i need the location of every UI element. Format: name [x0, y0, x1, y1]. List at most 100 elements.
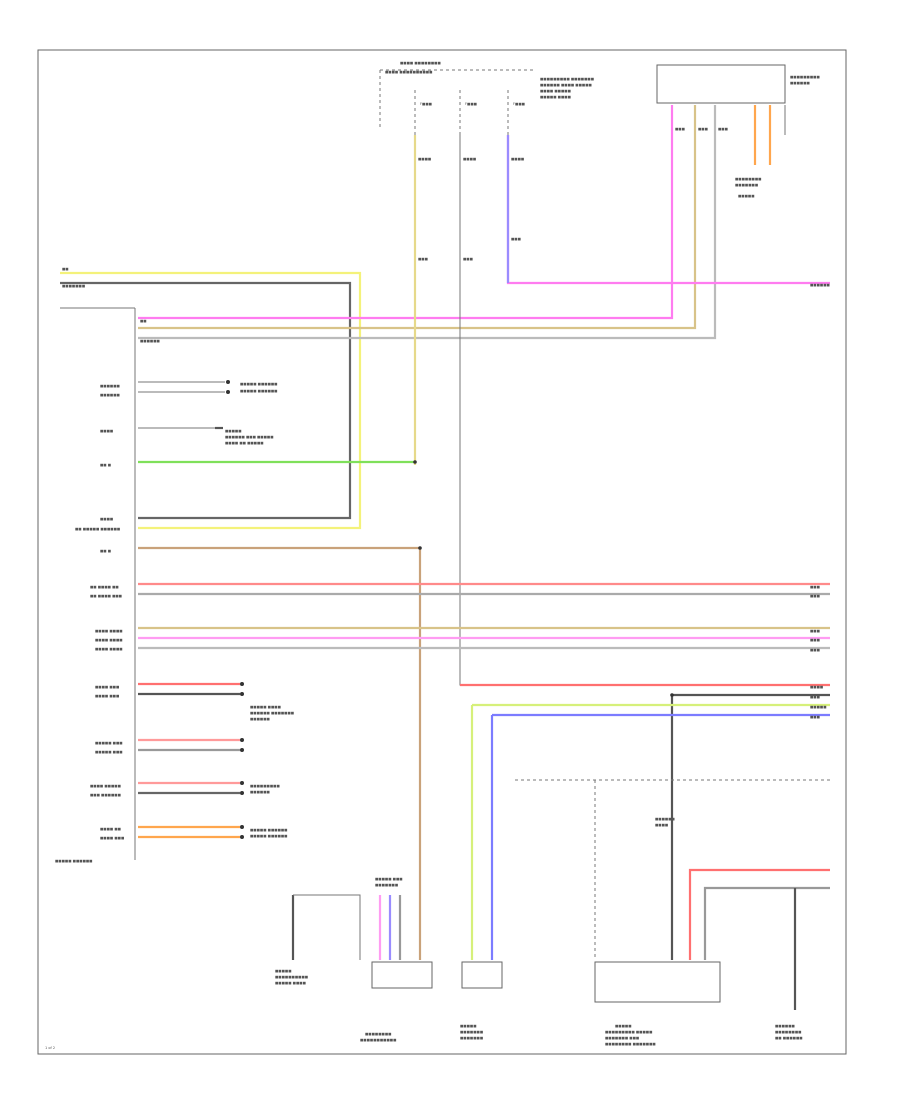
- svg-text:■■■■■ ■■■■■■: ■■■■■ ■■■■■■: [250, 828, 288, 832]
- svg-text:■■■■■■: ■■■■■■: [250, 790, 270, 794]
- svg-text:■■■■■■■■■■■: ■■■■■■■■■■■: [360, 1038, 396, 1042]
- svg-text:■■■■ ■■■: ■■■■ ■■■: [100, 836, 124, 840]
- svg-text:■■■■■■: ■■■■■■: [655, 817, 675, 821]
- svg-text:■■■■■■: ■■■■■■: [100, 384, 120, 388]
- svg-text:■■■■ ■■■■■: ■■■■ ■■■■■: [90, 784, 121, 788]
- svg-text:■■■■■: ■■■■■: [275, 969, 292, 973]
- svg-text:■■■■: ■■■■: [655, 823, 668, 827]
- svg-text:■■■■■ ■■■■: ■■■■■ ■■■■: [250, 705, 281, 709]
- svg-text:■■■■■ ■■■: ■■■■■ ■■■: [95, 741, 123, 745]
- svg-text:■■■■■■■: ■■■■■■■: [375, 883, 398, 887]
- top-right-stubs: [753, 105, 786, 165]
- fuse-group: F■■■ F■■■ F■■■: [414, 90, 525, 135]
- svg-text:■■■■■■■■: ■■■■■■■■: [735, 177, 761, 181]
- bottom-connectors: ■■■■■ ■■■ ■■■■■■■ ■■■■■ ■■■■■■■■■■ ■■■■■…: [275, 877, 803, 1046]
- left-connector-stubs: [138, 380, 244, 839]
- wire-grey-loop: [60, 281, 352, 520]
- svg-text:■■■: ■■■: [511, 237, 521, 241]
- wire-pink-top: [138, 105, 674, 320]
- svg-text:■■■■■ ■■■■: ■■■■■ ■■■■: [275, 981, 306, 985]
- svg-text:■■■■■■ ■■■■ ■■■■■: ■■■■■■ ■■■■ ■■■■■: [540, 83, 592, 87]
- svg-text:■■■■ ■■■: ■■■■ ■■■: [95, 685, 119, 689]
- svg-text:■■■: ■■■: [698, 127, 708, 131]
- svg-text:F■■■: F■■■: [420, 102, 432, 106]
- svg-text:■■■■: ■■■■: [100, 517, 113, 521]
- svg-text:■■■■ ■■■■: ■■■■ ■■■■: [95, 629, 123, 633]
- svg-text:■■■■: ■■■■: [810, 685, 823, 689]
- svg-text:■■■: ■■■: [418, 257, 428, 261]
- wire-grey-top: [138, 105, 717, 340]
- wire-labels: ■■■■ ■■■ ■■■■ ■■■ ■■■■ ■■■ ■■■ ■■■ ■■■: [418, 127, 728, 261]
- svg-text:■■■■: ■■■■: [418, 157, 431, 161]
- svg-text:■■ ■: ■■ ■: [100, 549, 111, 553]
- svg-text:■■■: ■■■: [810, 648, 820, 652]
- top-right-module: [656, 64, 786, 104]
- svg-text:■■■■■■■■■: ■■■■■■■■■: [790, 75, 820, 79]
- top-junction-box: [379, 69, 535, 130]
- svg-text:■■■■■■■■■ ■■■■■: ■■■■■■■■■ ■■■■■: [605, 1030, 652, 1034]
- svg-text:■■■■■: ■■■■■: [738, 194, 755, 198]
- svg-text:■■■■: ■■■■: [511, 157, 524, 161]
- svg-text:■■■■■■■: ■■■■■■■: [460, 1030, 483, 1034]
- svg-text:■■ ■■■■ ■■: ■■ ■■■■ ■■: [90, 585, 119, 589]
- svg-text:■■■■ ■■■■■: ■■■■ ■■■■■: [540, 89, 571, 93]
- svg-text:■■■■■■■: ■■■■■■■: [735, 183, 758, 187]
- diagram-border: [37, 49, 847, 1055]
- svg-text:■■■■ ■■■■■■■■: ■■■■ ■■■■■■■■: [400, 61, 441, 65]
- svg-text:■■■■■■: ■■■■■■: [100, 393, 120, 397]
- svg-text:■■■■■ ■■■■■■: ■■■■■ ■■■■■■: [240, 382, 278, 386]
- svg-text:■■■: ■■■: [810, 638, 820, 642]
- svg-text:■■■■■■ ■■■■■■■: ■■■■■■ ■■■■■■■: [250, 711, 294, 715]
- svg-text:■■■■: ■■■■: [463, 157, 476, 161]
- svg-text:■■■■■■: ■■■■■■: [790, 81, 810, 85]
- svg-text:■■■: ■■■: [810, 695, 820, 699]
- svg-text:■■■■ ■■■■: ■■■■ ■■■■: [95, 638, 123, 642]
- svg-text:■■■■■ ■■■■■■: ■■■■■ ■■■■■■: [250, 834, 288, 838]
- svg-text:■■■■■■■■: ■■■■■■■■: [365, 1032, 391, 1036]
- splice-points: [413, 460, 674, 697]
- svg-text:■■■: ■■■: [675, 127, 685, 131]
- svg-text:■■■: ■■■: [810, 629, 820, 633]
- svg-text:■■■■■: ■■■■■: [615, 1024, 632, 1028]
- svg-text:■■■■■■■■: ■■■■■■■■: [775, 1030, 801, 1034]
- svg-text:■■■■■■■■■ ■■■■■■■: ■■■■■■■■■ ■■■■■■■: [540, 77, 594, 81]
- wire-red-lower: [688, 868, 830, 960]
- svg-text:■■■: ■■■: [718, 127, 728, 131]
- wire-magenta-right: [506, 135, 830, 285]
- svg-text:■■■■■■■: ■■■■■■■: [460, 1036, 483, 1040]
- svg-text:■■■■■■■■ ■■■■■■■: ■■■■■■■■ ■■■■■■■: [605, 1042, 656, 1046]
- svg-text:■■■■■ ■■■■■■: ■■■■■ ■■■■■■: [240, 389, 278, 393]
- svg-text:■■■■■■: ■■■■■■: [140, 339, 160, 343]
- svg-text:■■ ■■■■ ■■■: ■■ ■■■■ ■■■: [90, 594, 122, 598]
- svg-text:■■■■■: ■■■■■: [460, 1024, 477, 1028]
- svg-text:■■■■: ■■■■: [100, 429, 113, 433]
- wire-dark-right: [670, 693, 830, 960]
- svg-text:■■■■■■■■■: ■■■■■■■■■: [250, 784, 280, 788]
- svg-text:■■■■■ ■■■: ■■■■■ ■■■: [375, 877, 403, 881]
- svg-text:■■ ■■■■■■: ■■ ■■■■■■: [775, 1036, 803, 1040]
- svg-text:■■■: ■■■: [810, 594, 820, 598]
- wire-lightgreen: [470, 703, 830, 960]
- svg-text:■■: ■■: [140, 319, 147, 323]
- svg-text:■■■■■■■ ■■■: ■■■■■■■ ■■■: [605, 1036, 639, 1040]
- module-pin-labels: ■■ ■■■■■■■ ■■ ■■■■■■ ■■■■■■ ■■■■■■ ■■■■■…: [55, 267, 830, 863]
- svg-text:■■■ ■■■■■■: ■■■ ■■■■■■: [90, 793, 121, 797]
- svg-text:■■■■■■: ■■■■■■: [775, 1024, 795, 1028]
- wire-yellow-loop: [60, 271, 362, 530]
- svg-text:■■■: ■■■: [810, 715, 820, 719]
- wire-brown-vertical: [138, 546, 422, 960]
- svg-text:■■■: ■■■: [810, 585, 820, 589]
- svg-text:■■■■■■: ■■■■■■: [250, 717, 270, 721]
- svg-text:■■ ■■■■■ ■■■■■■: ■■ ■■■■■ ■■■■■■: [75, 527, 120, 531]
- wire-blue: [490, 713, 830, 960]
- svg-text:■■■■ ■■■■■■■■■■: ■■■■ ■■■■■■■■■■: [385, 70, 432, 74]
- wire-fuse2-down: [459, 135, 830, 686]
- svg-text:■■■■■ ■■■: ■■■■■ ■■■: [95, 750, 123, 754]
- svg-text:■■■■■ ■■■■■■: ■■■■■ ■■■■■■: [55, 859, 93, 863]
- svg-text:■■■■ ■■■■: ■■■■ ■■■■: [95, 647, 123, 651]
- svg-text:■■■■■■: ■■■■■■: [810, 283, 830, 287]
- svg-text:■■■■■ ■■■■: ■■■■■ ■■■■: [540, 95, 571, 99]
- page-number: 1 of 2: [45, 1046, 55, 1050]
